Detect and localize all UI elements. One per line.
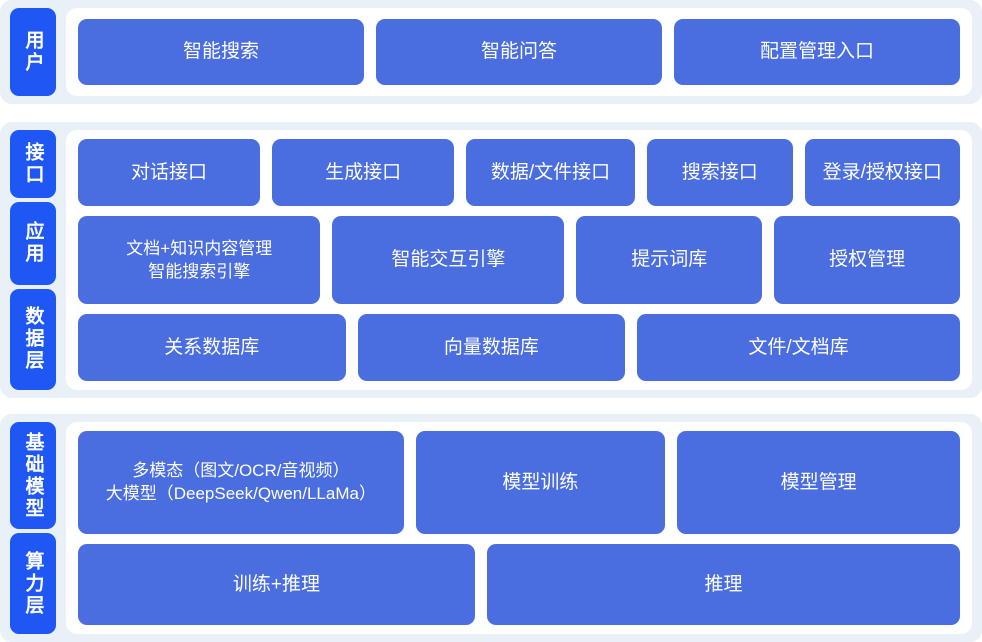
tier-label-users: 用户 xyxy=(10,8,56,96)
box-smart-qa[interactable]: 智能问答 xyxy=(376,19,662,85)
box-login-auth-api[interactable]: 登录/授权接口 xyxy=(804,139,960,206)
box-doc-knowledge-line-2: 智能搜索引擎 xyxy=(148,262,251,281)
tier-row-data: 关系数据库 向量数据库 文件/文档库 xyxy=(78,314,960,381)
box-vector-database[interactable]: 向量数据库 xyxy=(357,314,626,381)
tier-label-interface: 接口 xyxy=(10,130,56,198)
box-model-management[interactable]: 模型管理 xyxy=(677,431,960,534)
tier-label-application: 应用 xyxy=(10,201,56,285)
box-smart-search[interactable]: 智能搜索 xyxy=(78,19,364,85)
tier-band-infrastructure: 基础模型 算力层 多模态（图文/OCR/音视频） 大模型（DeepSeek/Qw… xyxy=(0,414,982,642)
tier-band-middle: 接口 应用 数据层 对话接口 生成接口 数据/文件接口 搜索接口 登录/授权接口… xyxy=(0,122,982,398)
box-authorization-management[interactable]: 授权管理 xyxy=(774,215,960,305)
box-intelligent-interaction-engine[interactable]: 智能交互引擎 xyxy=(332,215,565,305)
box-multimodal-line-1: 多模态（图文/OCR/音视频） xyxy=(132,461,350,481)
tier-label-data: 数据层 xyxy=(10,288,56,390)
tier-panel-users: 智能搜索 智能问答 配置管理入口 xyxy=(66,8,972,96)
box-dialog-api[interactable]: 对话接口 xyxy=(78,139,261,206)
box-inference[interactable]: 推理 xyxy=(486,543,960,626)
tier-row-interface: 对话接口 生成接口 数据/文件接口 搜索接口 登录/授权接口 xyxy=(78,139,960,206)
box-relational-database[interactable]: 关系数据库 xyxy=(78,314,346,381)
box-doc-knowledge-line-1: 文档+知识内容管理 xyxy=(126,238,273,258)
tier-label-column-users: 用户 xyxy=(10,8,56,96)
tier-row-users: 智能搜索 智能问答 配置管理入口 xyxy=(78,19,960,85)
tier-row-compute: 训练+推理 推理 xyxy=(78,543,960,626)
tier-label-column-middle: 接口 应用 数据层 xyxy=(10,130,56,390)
tier-panel-middle: 对话接口 生成接口 数据/文件接口 搜索接口 登录/授权接口 文档+知识内容管理… xyxy=(66,130,972,390)
box-model-training[interactable]: 模型训练 xyxy=(415,431,666,534)
box-multimodal-line-2: 大模型（DeepSeek/Qwen/LLaMa） xyxy=(105,484,376,504)
box-doc-knowledge-management[interactable]: 文档+知识内容管理 智能搜索引擎 xyxy=(78,215,321,305)
box-multimodal-large-model[interactable]: 多模态（图文/OCR/音视频） 大模型（DeepSeek/Qwen/LLaMa） xyxy=(78,431,404,534)
box-training-and-inference[interactable]: 训练+推理 xyxy=(78,543,475,626)
tier-panel-infrastructure: 多模态（图文/OCR/音视频） 大模型（DeepSeek/Qwen/LLaMa）… xyxy=(66,422,972,634)
tier-row-foundation-model: 多模态（图文/OCR/音视频） 大模型（DeepSeek/Qwen/LLaMa）… xyxy=(78,431,960,534)
tier-row-application: 文档+知识内容管理 智能搜索引擎 智能交互引擎 提示词库 授权管理 xyxy=(78,215,960,305)
box-data-file-api[interactable]: 数据/文件接口 xyxy=(466,139,635,206)
box-generate-api[interactable]: 生成接口 xyxy=(272,139,455,206)
tier-label-foundation-model: 基础模型 xyxy=(10,422,56,530)
box-config-management-entry[interactable]: 配置管理入口 xyxy=(674,19,960,85)
tier-label-compute: 算力层 xyxy=(10,533,56,634)
box-search-api[interactable]: 搜索接口 xyxy=(646,139,793,206)
box-file-document-database[interactable]: 文件/文档库 xyxy=(637,314,960,381)
tier-label-column-infrastructure: 基础模型 算力层 xyxy=(10,422,56,634)
box-prompt-library[interactable]: 提示词库 xyxy=(576,215,763,305)
tier-band-users: 用户 智能搜索 智能问答 配置管理入口 xyxy=(0,0,982,104)
